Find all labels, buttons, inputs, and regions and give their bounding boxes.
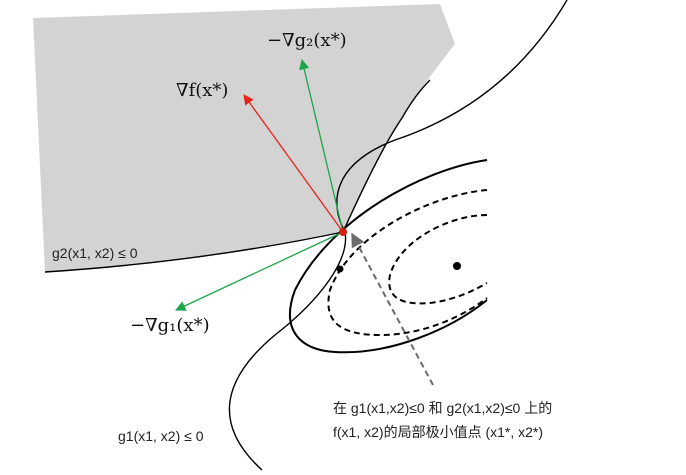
g2-boundary-curve [44, 79, 431, 273]
unconstrained-minimum-point [453, 262, 461, 270]
contour-outer-solid [289, 159, 488, 354]
neg-grad-g2-label: −∇g₂(x*) [267, 30, 347, 51]
g2-constraint-label: g2(x1, x2) ≤ 0 [52, 245, 138, 261]
annotation-line-1: 在 g1(x1,x2)≤0 和 g2(x1,x2)≤0 上的 [333, 400, 552, 416]
contour-inner-dashed [388, 214, 488, 305]
grad-f-arrow [243, 94, 344, 233]
feasible-region [33, 4, 455, 272]
neg-grad-g1-label: −∇g₁(x*) [130, 315, 210, 336]
g1-constraint-label: g1(x1, x2) ≤ 0 [118, 428, 204, 444]
contour-middle-dashed [327, 189, 488, 337]
neg-grad-g2-arrow [299, 58, 344, 233]
neg-grad-g1-arrow [175, 231, 344, 311]
grad-f-label: ∇f(x*) [176, 80, 228, 101]
annotation-line-2: f(x1, x2)的局部极小值点 (x1*, x2*) [333, 424, 543, 440]
secondary-point [336, 265, 344, 273]
optimum-point [339, 228, 347, 236]
optimum-pointer-arrow [351, 232, 434, 386]
